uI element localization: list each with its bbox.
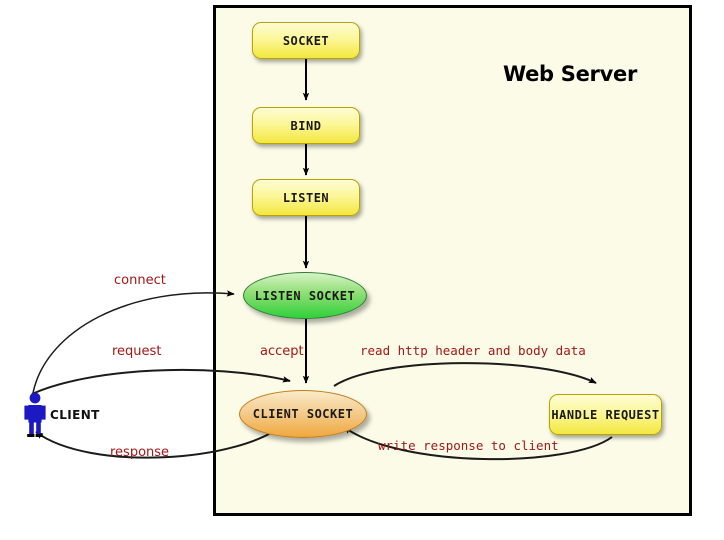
edge-connect xyxy=(32,290,235,394)
node-socket[interactable]: SOCKET xyxy=(252,22,360,59)
web-server-title: Web Server xyxy=(502,62,637,86)
client-actor-label: CLIENT xyxy=(50,408,100,422)
edge-label-connect: connect xyxy=(114,273,166,288)
node-client-socket[interactable]: CLIENT SOCKET xyxy=(239,390,367,438)
node-bind[interactable]: BIND xyxy=(252,107,360,144)
edge-label-accept: accept xyxy=(260,344,304,359)
node-listen-socket[interactable]: LISTEN SOCKET xyxy=(243,272,367,319)
edge-request xyxy=(31,368,291,395)
client-actor-icon xyxy=(24,392,46,437)
edge-label-request: request xyxy=(112,344,162,359)
edge-label-response: response xyxy=(110,445,170,460)
edge-label-read-http: read http header and body data xyxy=(360,343,586,358)
node-listen[interactable]: LISTEN xyxy=(252,179,360,216)
node-handle-request[interactable]: HANDLE REQUEST xyxy=(549,394,662,435)
edge-write-response xyxy=(343,426,613,461)
edge-label-write-response: write response to client xyxy=(378,438,559,453)
edge-response xyxy=(35,423,285,459)
edge-read-http xyxy=(333,362,597,387)
